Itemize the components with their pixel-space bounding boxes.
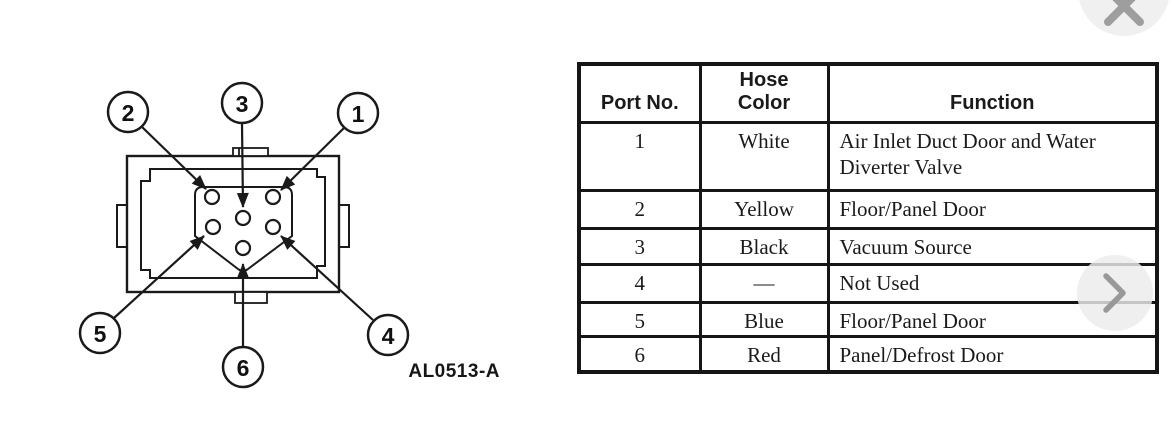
close-button[interactable]: [1078, 0, 1170, 36]
cell-hose-color: Red: [698, 334, 830, 374]
callout-2-circle: [106, 90, 150, 134]
cell-function: Floor/Panel Door: [826, 188, 1159, 230]
figure-caption: AL0513-A: [408, 361, 500, 382]
callout-4-label: 4: [382, 323, 395, 349]
cell-hose-color: Blue: [698, 300, 830, 338]
callout-6-circle: [221, 345, 265, 389]
table-row: 5 Blue Floor/Panel Door: [577, 300, 1159, 338]
table-row: 2 Yellow Floor/Panel Door: [577, 188, 1159, 230]
chevron-right-icon: [1103, 273, 1126, 313]
table-header-row: Port No. Hose Color Function: [577, 62, 1159, 124]
callout-arrows: [113, 123, 374, 346]
col-header-port-no: Port No.: [577, 62, 702, 124]
cell-function: Air Inlet Duct Door and Water Diverter V…: [826, 120, 1159, 192]
callout-3-label: 3: [236, 91, 249, 117]
callout-5-arrow: [113, 235, 205, 319]
table-row: 6 Red Panel/Defrost Door: [577, 334, 1159, 374]
port-6-hole: [234, 239, 252, 257]
table-row: 3 Black Vacuum Source: [577, 226, 1159, 266]
callout-1-circle: [336, 91, 380, 135]
callout-1-label: 1: [352, 101, 365, 127]
cell-port-no: 5: [577, 300, 702, 338]
next-image-button[interactable]: [1077, 255, 1153, 331]
callout-1-arrow: [280, 127, 345, 191]
right-side-tab: [338, 204, 350, 248]
cell-port-no: 2: [577, 188, 702, 230]
callout-6-label: 6: [237, 355, 250, 381]
table-row: 1 White Air Inlet Duct Door and Water Di…: [577, 120, 1159, 192]
vacuum-connector-diagram: 2 3 1 5 6 4 AL0513-A: [78, 81, 500, 389]
cell-port-no: 4: [577, 262, 702, 304]
callout-3-arrow: [236, 123, 249, 208]
cell-hose-color: White: [698, 120, 830, 192]
col-header-hose-color: Hose Color: [698, 62, 830, 124]
table-row: 4 — Not Used: [577, 262, 1159, 304]
callout-4-arrow: [280, 235, 374, 321]
top-index-tab: [232, 147, 269, 157]
close-icon: [1104, 0, 1144, 26]
callout-3-circle: [220, 81, 264, 125]
port-function-table: Port No. Hose Color Function 1 White Air…: [577, 62, 1159, 374]
port-2-hole: [203, 188, 221, 206]
cell-function: Panel/Defrost Door: [826, 334, 1159, 374]
port-5-hole: [204, 218, 222, 236]
port-4-hole: [264, 218, 282, 236]
cell-port-no: 3: [577, 226, 702, 266]
callout-2-label: 2: [122, 100, 135, 126]
cell-hose-color: Black: [698, 226, 830, 266]
callout-4-circle: [366, 313, 410, 357]
cell-port-no: 6: [577, 334, 702, 374]
callout-5-circle: [78, 311, 122, 355]
col-header-function: Function: [826, 62, 1159, 124]
port-3-hole: [234, 209, 252, 227]
cell-hose-color: Yellow: [698, 188, 830, 230]
callout-5-label: 5: [94, 321, 107, 347]
left-side-tab: [116, 204, 128, 248]
callout-2-arrow: [141, 126, 207, 190]
connector-body: [116, 147, 350, 304]
cell-port-no: 1: [577, 120, 702, 192]
connector-outline: [125, 154, 341, 294]
bottom-index-tab: [234, 291, 268, 304]
port-1-hole: [264, 188, 282, 206]
callout-balloons: 2 3 1 5 6 4: [78, 81, 410, 389]
inner-keyed-outline: [140, 168, 326, 279]
cell-hose-color: —: [698, 262, 830, 304]
